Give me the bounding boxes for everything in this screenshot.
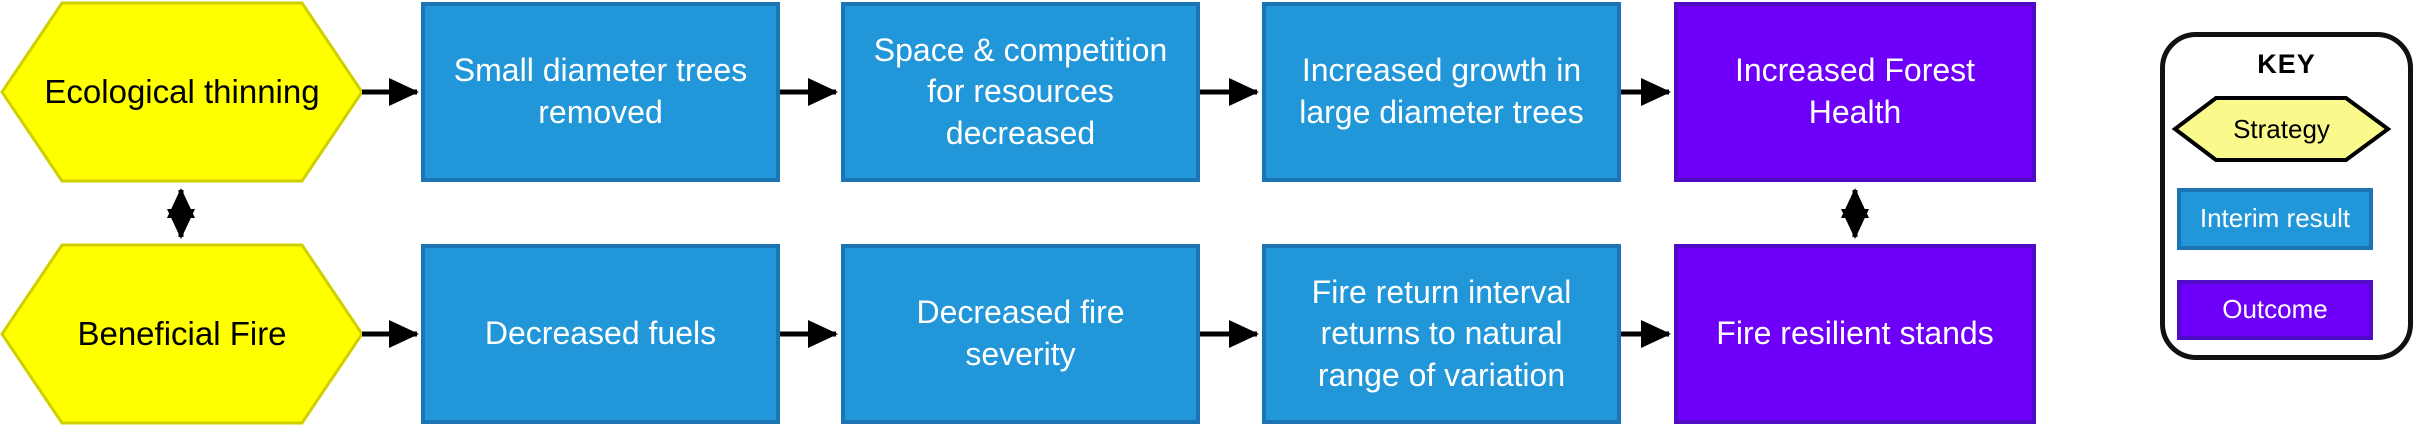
strategy-label-beneficial-fire: Beneficial Fire [77, 315, 287, 352]
interim-result-box: Small diameter trees removed [421, 2, 780, 182]
key-outcome-box: Outcome [2177, 280, 2373, 340]
key-strategy-label: Strategy [2233, 113, 2330, 144]
outcome-box: Increased Forest Health [1674, 2, 2036, 182]
interim-result-box: Fire return interval returns to natural … [1262, 244, 1621, 424]
strategy-label-ecological-thinning: Ecological thinning [44, 73, 320, 110]
key-shapes-layer [2171, 96, 2392, 162]
interim-result-box: Decreased fire severity [841, 244, 1200, 424]
key-panel: KEY Strategy Interim result Outcome [2160, 32, 2413, 360]
interim-result-box: Increased growth in large diameter trees [1262, 2, 1621, 182]
outcome-box: Fire resilient stands [1674, 244, 2036, 424]
key-interim-box: Interim result [2177, 188, 2373, 250]
key-title: KEY [2257, 49, 2316, 79]
interim-result-box: Decreased fuels [421, 244, 780, 424]
key-strategy-hexagon [2171, 96, 2392, 162]
interim-result-box: Space & competition for resources decrea… [841, 2, 1200, 182]
